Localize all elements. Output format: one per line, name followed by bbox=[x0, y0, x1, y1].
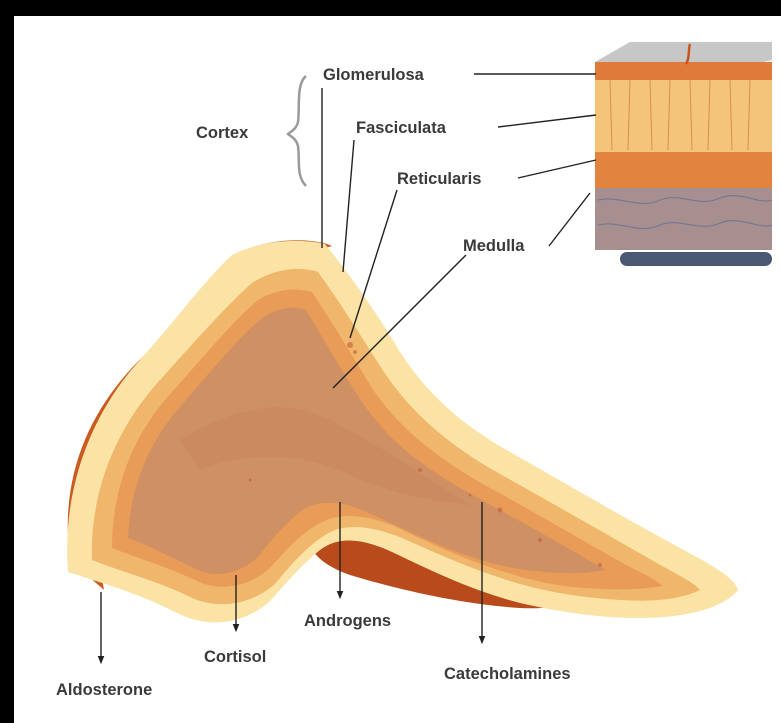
block-glomerulosa-strip bbox=[595, 62, 772, 80]
tissue-section-block bbox=[595, 42, 772, 266]
label-glomerulosa: Glomerulosa bbox=[323, 66, 425, 84]
adrenal-gland-cross-section bbox=[67, 240, 738, 622]
label-fasciculata: Fasciculata bbox=[356, 119, 447, 137]
label-aldosterone: Aldosterone bbox=[56, 681, 152, 699]
label-cortisol: Cortisol bbox=[204, 648, 266, 666]
leader-fasciculata bbox=[343, 140, 354, 272]
leader-medulla-right bbox=[549, 193, 590, 246]
label-reticularis: Reticularis bbox=[397, 170, 481, 188]
label-androgens: Androgens bbox=[304, 612, 391, 630]
cortex-brace bbox=[288, 76, 306, 186]
block-reticularis-strip bbox=[595, 152, 772, 188]
block-fasciculata-strip bbox=[595, 80, 772, 152]
leader-fasciculata-right bbox=[498, 115, 596, 127]
label-cortex: Cortex bbox=[196, 124, 249, 142]
label-medulla: Medulla bbox=[463, 237, 525, 255]
label-catecholamines: Catecholamines bbox=[444, 665, 571, 683]
block-vessel bbox=[620, 252, 772, 266]
leader-reticularis-right bbox=[518, 160, 596, 178]
